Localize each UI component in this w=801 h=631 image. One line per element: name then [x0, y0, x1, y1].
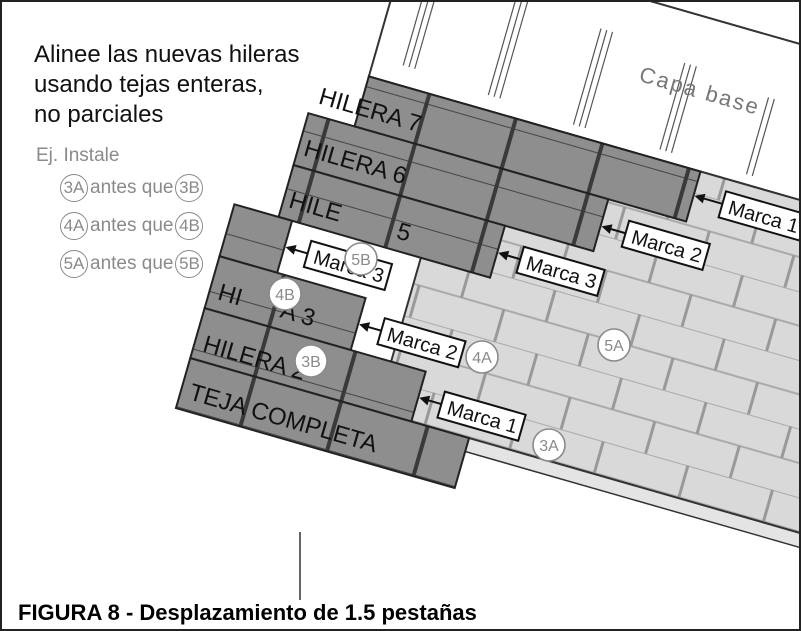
instruction-line-3: no parciales: [34, 101, 164, 128]
step-circle-4b: 4B: [268, 277, 302, 311]
example-circle-3b: 3B: [175, 174, 204, 202]
instruction-line-2: usando tejas enteras,: [34, 71, 264, 98]
figure-caption: FIGURA 8 - Desplazamiento de 1.5 pestaña…: [14, 600, 481, 626]
example-connector: antes que: [90, 215, 174, 236]
example-connector: antes que: [90, 253, 174, 274]
step-circle-5b: 5B: [344, 242, 378, 276]
example-circle-5a: 5A: [60, 250, 88, 278]
instruction-line-1: Alinee las nuevas hileras: [34, 41, 300, 68]
example-row-3: 3A antes que 3B: [60, 174, 204, 202]
svg-text:3B: 3B: [301, 354, 321, 371]
example-circle-4b: 4B: [175, 212, 204, 240]
roof-group: HILERA 7 HILERA 6 HILE 5 HI A 3 HILERA 2…: [174, 2, 799, 549]
course-5: [277, 163, 507, 279]
svg-text:4A: 4A: [472, 350, 492, 367]
step-circle-3a: 3A: [532, 428, 566, 462]
svg-text:3A: 3A: [539, 438, 559, 455]
step-circle-4a: 4A: [465, 340, 499, 374]
starter-course: [174, 356, 471, 490]
svg-text:4B: 4B: [275, 287, 295, 304]
example-row-5: 5A antes que 5B: [60, 250, 204, 278]
example-title: Ej. Instale: [36, 145, 120, 166]
step-circle-5a: 5A: [597, 328, 631, 362]
example-circle-3a: 3A: [60, 174, 88, 202]
example-row-4: 4A antes que 4B: [60, 212, 204, 240]
step-circle-3b: 3B: [294, 344, 328, 378]
svg-text:5B: 5B: [351, 252, 371, 269]
example-circle-5b: 5B: [175, 250, 204, 278]
example-connector: antes que: [90, 177, 174, 198]
example-circle-4a: 4A: [60, 212, 88, 240]
instruction-text: Alinee las nuevas hileras usando tejas e…: [34, 40, 300, 130]
nail-strips: [402, 2, 775, 177]
svg-text:5A: 5A: [604, 338, 624, 355]
